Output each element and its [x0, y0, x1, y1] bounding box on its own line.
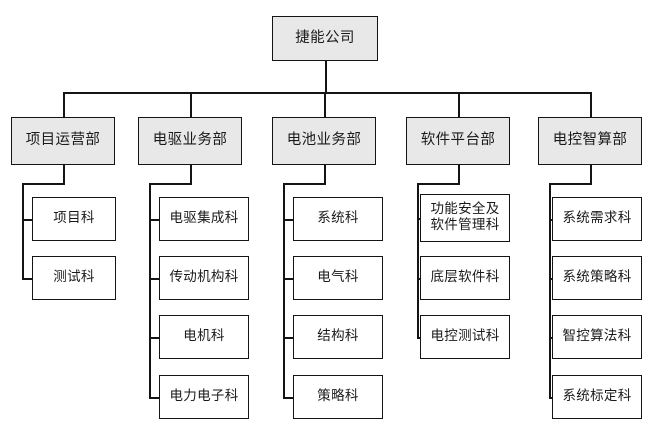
- section-node-1-1[interactable]: 传动机构科: [159, 256, 249, 300]
- section-node-3-1[interactable]: 底层软件科: [420, 256, 510, 300]
- section-stub-4-0: [549, 219, 554, 221]
- section-stub-1-3: [149, 397, 161, 399]
- department-node-3[interactable]: 软件平台部: [406, 117, 510, 165]
- section-stub-1-1: [149, 278, 161, 280]
- section-stub-4-1: [549, 278, 554, 280]
- section-stub-3-0: [417, 218, 422, 220]
- department-node-4[interactable]: 电控智算部: [538, 117, 642, 165]
- section-node-3-0[interactable]: 功能安全及 软件管理科: [420, 194, 510, 242]
- department-elbow-bar-1: [149, 183, 192, 185]
- section-node-4-1[interactable]: 系统策略科: [552, 256, 642, 300]
- section-node-3-2[interactable]: 电控测试科: [420, 315, 510, 359]
- section-node-2-3[interactable]: 策略科: [293, 375, 383, 419]
- root-drop-connector: [325, 61, 327, 92]
- department-elbow-drop-4: [590, 165, 592, 183]
- section-spine-1: [149, 183, 151, 399]
- department-elbow-bar-2: [283, 183, 326, 185]
- department-node-2[interactable]: 电池业务部: [272, 117, 376, 165]
- department-elbow-drop-3: [458, 165, 460, 183]
- section-stub-2-0: [283, 219, 295, 221]
- section-stub-3-1: [417, 278, 422, 280]
- section-stub-2-2: [283, 337, 295, 339]
- section-spine-2: [283, 183, 285, 399]
- department-drop-connector-1: [190, 92, 192, 117]
- section-stub-0-1: [22, 278, 34, 280]
- department-drop-connector-3: [458, 92, 460, 117]
- department-drop-connector-4: [590, 92, 592, 117]
- department-node-1[interactable]: 电驱业务部: [138, 117, 242, 165]
- section-stub-4-2: [549, 337, 554, 339]
- department-bus-connector: [63, 92, 592, 94]
- department-drop-connector-2: [324, 92, 326, 117]
- section-node-2-1[interactable]: 电气科: [293, 256, 383, 300]
- department-elbow-drop-2: [324, 165, 326, 183]
- department-node-0[interactable]: 项目运营部: [11, 117, 115, 165]
- section-stub-1-0: [149, 219, 161, 221]
- section-stub-2-3: [283, 397, 295, 399]
- department-elbow-bar-3: [417, 183, 460, 185]
- department-elbow-drop-0: [63, 165, 65, 183]
- department-elbow-bar-4: [549, 183, 592, 185]
- section-stub-4-3: [549, 397, 554, 399]
- section-stub-1-2: [149, 337, 161, 339]
- section-stub-3-2: [417, 337, 422, 339]
- section-node-1-3[interactable]: 电力电子科: [159, 375, 249, 419]
- section-node-4-3[interactable]: 系统标定科: [552, 375, 642, 419]
- section-node-0-0[interactable]: 项目科: [32, 197, 116, 241]
- section-node-0-1[interactable]: 测试科: [32, 256, 116, 300]
- section-node-2-0[interactable]: 系统科: [293, 197, 383, 241]
- section-node-4-0[interactable]: 系统需求科: [552, 197, 642, 241]
- section-node-1-2[interactable]: 电机科: [159, 315, 249, 359]
- section-node-4-2[interactable]: 智控算法科: [552, 315, 642, 359]
- section-stub-2-1: [283, 278, 295, 280]
- department-drop-connector-0: [63, 92, 65, 117]
- section-spine-0: [22, 183, 24, 280]
- section-spine-3: [417, 183, 419, 339]
- section-node-1-0[interactable]: 电驱集成科: [159, 197, 249, 241]
- root-node-company[interactable]: 捷能公司: [272, 16, 378, 61]
- section-spine-4: [549, 183, 551, 399]
- section-node-2-2[interactable]: 结构科: [293, 315, 383, 359]
- section-stub-0-0: [22, 219, 34, 221]
- department-elbow-bar-0: [22, 183, 65, 185]
- department-elbow-drop-1: [190, 165, 192, 183]
